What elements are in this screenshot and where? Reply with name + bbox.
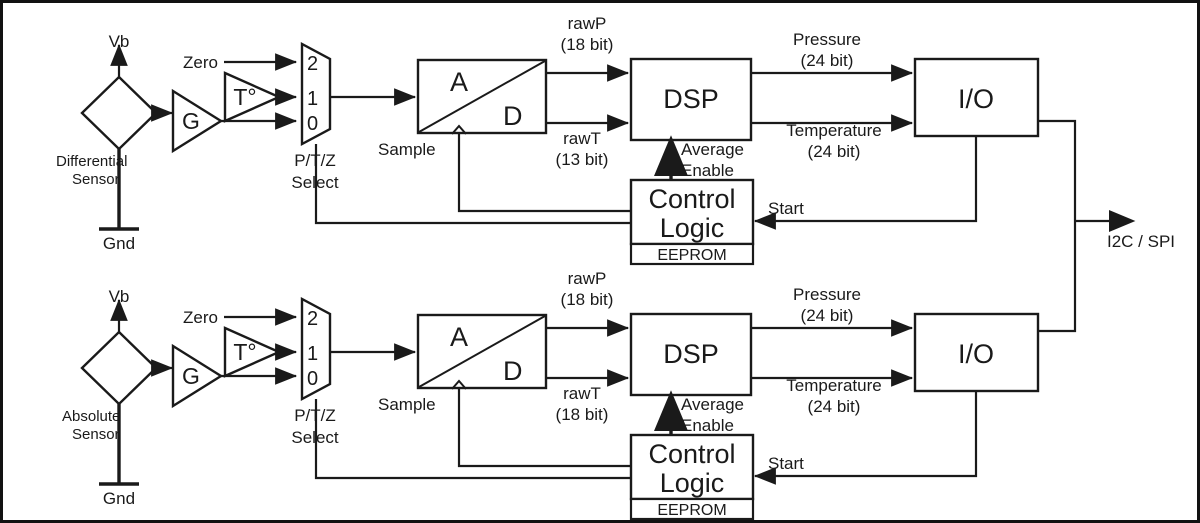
zero-label: Zero [183,53,218,72]
average-enable-label-line1: Average [681,140,744,159]
control-to-sample-feedback-wire [457,389,631,468]
channel-differential: Vb Gnd Differential Sensor G T° Zero 2 1… [56,14,1040,266]
temperature-amplifier-label: T° [233,339,256,365]
diagram-svg: Vb Gnd Differential Sensor G T° Zero 2 1… [56,14,1175,520]
temperature-amplifier-icon [223,71,282,123]
zero-label: Zero [183,308,218,327]
control-to-mux-select-feedback-wire [314,144,631,225]
eeprom-block [629,497,755,520]
gnd-label: Gnd [103,489,135,508]
dsp-label: DSP [663,84,719,114]
differential-sensor-label-line1: Differential [56,153,127,170]
control-logic-label-line1: Control [648,439,735,469]
dsp-block [629,57,753,142]
rawt-bits-label: (18 bit) [556,405,609,424]
io-block [913,57,1040,138]
mux-input-2-label: 2 [307,53,318,75]
rawp-label: rawP [568,14,607,33]
adc-analog-label: A [450,322,468,352]
io-label: I/O [958,339,994,369]
control-logic-label-line1: Control [648,184,735,214]
control-logic-block [629,433,755,501]
control-to-mux-select-feedback-wire [314,399,631,480]
rawt-label: rawT [563,384,601,403]
pressure-bits-label: (24 bit) [801,306,854,325]
adc-digital-label: D [503,101,523,131]
adc-diagonal-divider [418,60,546,133]
start-label: Start [768,199,804,218]
rawp-bits-label: (18 bit) [561,35,614,54]
vb-label: Vb [109,32,130,51]
sample-label: Sample [378,140,436,159]
control-logic-label-line2: Logic [660,468,725,498]
absolute-sensor-label-line2: Sensor [72,426,120,443]
control-to-sample-feedback-wire [457,134,631,213]
channel-absolute: Vb Gnd Absolute Sensor G T° Zero 2 1 0 P… [62,269,1040,520]
gnd-label: Gnd [103,234,135,253]
start-feedback-wire [753,391,978,485]
adc-analog-label: A [450,67,468,97]
rawt-label: rawT [563,129,601,148]
mux-input-2-label: 2 [307,308,318,330]
start-label: Start [768,454,804,473]
io-bus-wire [1038,119,1077,333]
average-enable-label-line2: Enable [681,161,734,180]
pressure-label: Pressure [793,285,861,304]
temperature-bits-label: (24 bit) [808,142,861,161]
average-enable-label-line1: Average [681,395,744,414]
ptz-mux [300,296,332,402]
rawp-label: rawP [568,269,607,288]
mux-input-1-label: 1 [307,88,318,110]
gain-amplifier-icon [171,343,224,409]
sample-label: Sample [378,395,436,414]
rawp-bits-label: (18 bit) [561,290,614,309]
absolute-sensor-label-line1: Absolute [62,408,120,425]
mux-input-0-label: 0 [307,113,318,135]
vb-label: Vb [109,287,130,306]
temperature-bits-label: (24 bit) [808,397,861,416]
gain-amplifier-icon [171,88,224,154]
control-logic-label-line2: Logic [660,213,725,243]
temperature-label: Temperature [786,121,881,140]
gain-amplifier-label: G [182,363,200,389]
average-enable-label-line2: Enable [681,416,734,435]
differential-sensor-bridge [80,75,158,151]
absolute-sensor-bridge [80,330,158,406]
io-label: I/O [958,84,994,114]
i2c-spi-label: I2C / SPI [1107,232,1175,251]
pressure-bits-label: (24 bit) [801,51,854,70]
mux-input-1-label: 1 [307,343,318,365]
eeprom-label: EEPROM [657,247,726,264]
differential-sensor-label-line2: Sensor [72,171,120,188]
sample-input-caret-icon [451,379,467,390]
start-feedback-wire [753,136,978,230]
rawt-bits-label: (13 bit) [556,150,609,169]
dsp-label: DSP [663,339,719,369]
temperature-amplifier-icon [223,326,282,378]
output-bus: I2C / SPI [1038,119,1175,333]
ptz-mux [300,41,332,147]
temperature-amplifier-label: T° [233,84,256,110]
adc-diagonal-divider [418,315,546,388]
gain-amplifier-label: G [182,108,200,134]
dsp-block [629,312,753,397]
eeprom-block [629,242,755,266]
sample-input-caret-icon [451,124,467,135]
mux-input-0-label: 0 [307,368,318,390]
temperature-label: Temperature [786,376,881,395]
adc-digital-label: D [503,356,523,386]
pressure-label: Pressure [793,30,861,49]
eeprom-label: EEPROM [657,502,726,519]
